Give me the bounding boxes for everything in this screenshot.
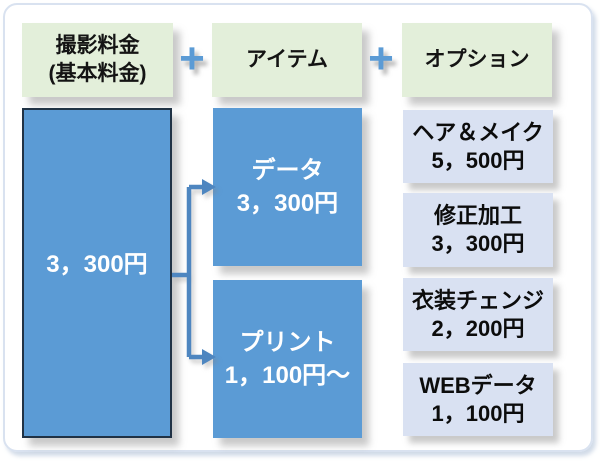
header-items-label: アイテム: [246, 48, 328, 71]
item-print-price: 1，100円〜: [224, 362, 351, 389]
item-data-name: データ: [251, 157, 324, 184]
header-items: アイテム: [212, 23, 362, 97]
item-data-price: 3，300円: [236, 190, 339, 217]
option-box-web-data: WEBデータ 1，100円: [403, 363, 553, 436]
option-box-hair-make: ヘア＆メイク 5，500円: [403, 110, 553, 183]
item-box-print: プリント 1，100円〜: [213, 280, 362, 438]
header-options-label: オプション: [424, 48, 530, 71]
base-fee-price: 3，300円: [46, 251, 148, 278]
base-fee-box: 3，300円: [22, 108, 172, 438]
plus-icon: +: [179, 34, 205, 83]
item-box-data: データ 3，300円: [213, 108, 362, 266]
item-print-name: プリント: [239, 329, 336, 356]
option-retouch-name: 修正加工: [433, 203, 522, 228]
option-hair-make-name: ヘア＆メイク: [412, 119, 544, 145]
header-options: オプション: [402, 23, 552, 97]
option-box-costume-change: 衣装チェンジ 2，200円: [403, 278, 553, 351]
header-base-fee-line1: 撮影料金: [55, 34, 140, 57]
option-retouch-price: 3，300円: [431, 231, 525, 256]
option-web-data-name: WEBデータ: [419, 372, 537, 398]
plus-icon: +: [368, 34, 394, 83]
header-base-fee: 撮影料金 (基本料金): [22, 23, 173, 97]
option-box-retouch: 修正加工 3，300円: [403, 193, 553, 267]
option-hair-make-price: 5，500円: [431, 147, 525, 173]
option-web-data-price: 1，100円: [431, 400, 525, 426]
option-costume-change-price: 2，200円: [431, 315, 525, 341]
option-costume-change-name: 衣装チェンジ: [411, 287, 544, 313]
header-base-fee-line2: (基本料金): [48, 62, 147, 85]
